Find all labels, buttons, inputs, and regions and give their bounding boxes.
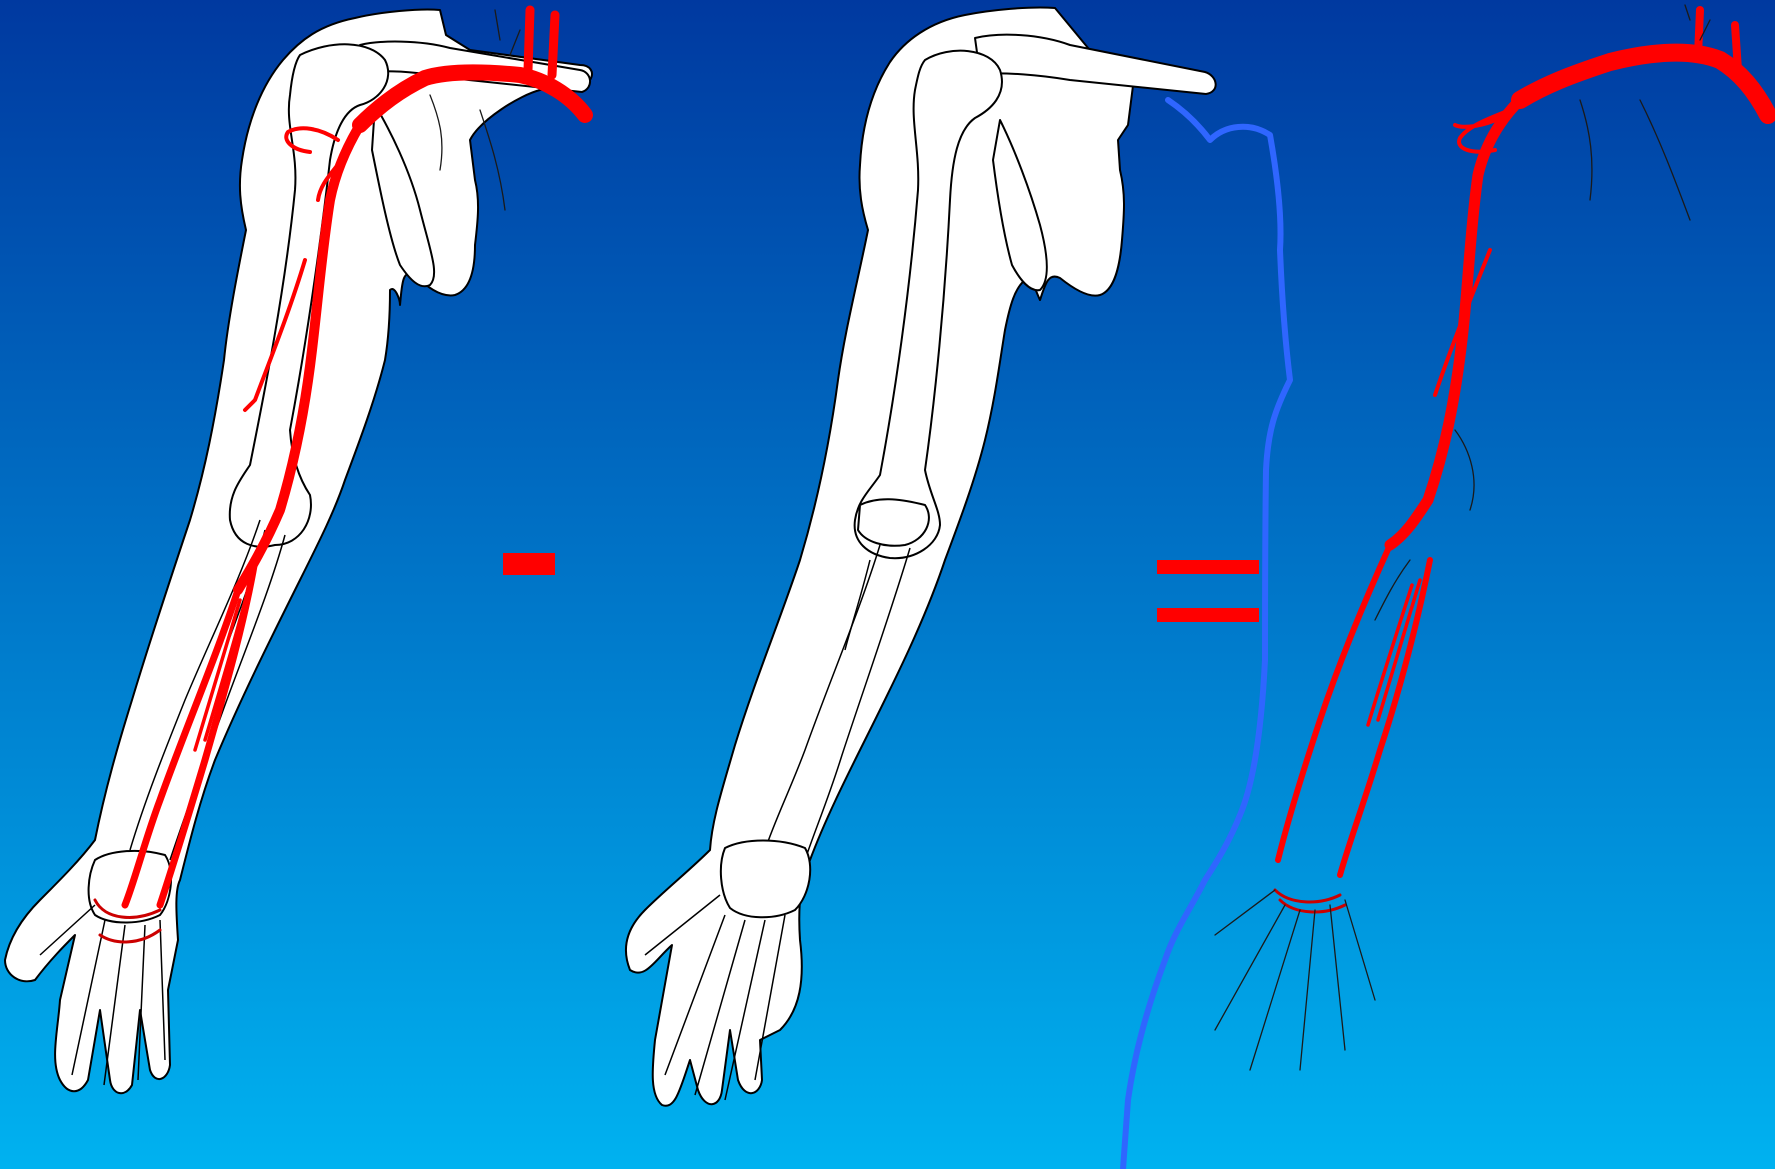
carpals-2 xyxy=(721,841,810,918)
equals-bar-top xyxy=(1157,560,1259,574)
equals-bar-bottom xyxy=(1157,608,1259,622)
elbow-2 xyxy=(858,499,929,546)
minus-operator xyxy=(503,553,555,575)
